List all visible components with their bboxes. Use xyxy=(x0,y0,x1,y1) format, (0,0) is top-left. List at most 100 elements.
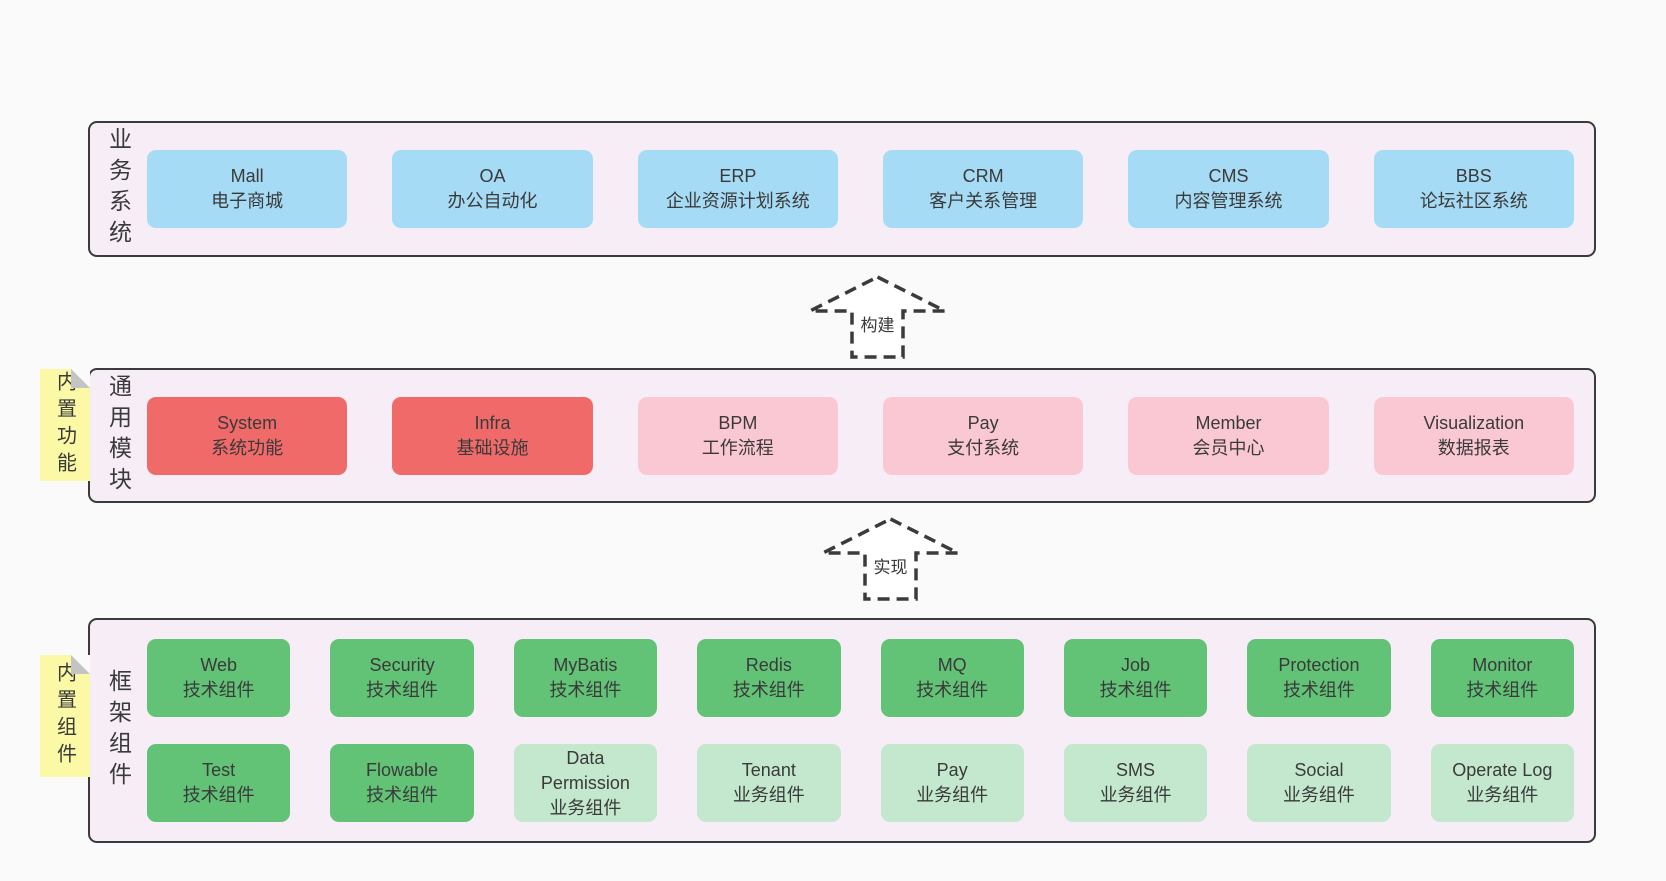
arrow-build: 构建 xyxy=(807,274,948,360)
box-bpm: BPM 工作流程 xyxy=(637,396,838,475)
box-mall: Mall 电子商城 xyxy=(147,150,348,228)
box-title: Job xyxy=(1121,655,1151,675)
box-subtitle: 技术组件 xyxy=(182,680,255,700)
box-title: Pay xyxy=(967,412,999,433)
box-subtitle: 系统功能 xyxy=(211,437,284,458)
box-infra: Infra 基础设施 xyxy=(392,396,593,475)
arrow-build-label: 构建 xyxy=(857,311,898,336)
box-web: Web 技术组件 xyxy=(147,639,291,717)
box-subtitle: 论坛社区系统 xyxy=(1419,191,1528,211)
box-subtitle: 技术组件 xyxy=(1099,680,1172,700)
box-title: OA xyxy=(479,166,506,186)
box-title: Social xyxy=(1294,760,1344,780)
box-social: Social 业务组件 xyxy=(1247,744,1391,822)
box-operate-log: Operate Log 业务组件 xyxy=(1430,744,1574,822)
layer-business-systems: 业务系统 Mall 电子商城 OA 办公自动化 ERP 企业资源计划系统 CRM… xyxy=(88,121,1596,257)
layer-label-column: 通用模块 xyxy=(90,370,147,501)
box-title: Operate Log xyxy=(1452,760,1553,780)
box-subtitle: 工作流程 xyxy=(701,437,774,458)
box-mybatis: MyBatis 技术组件 xyxy=(513,639,658,717)
box-subtitle: 支付系统 xyxy=(947,437,1020,458)
box-pay-biz: Pay 业务组件 xyxy=(880,744,1024,822)
box-subtitle: 办公自动化 xyxy=(447,191,538,211)
box-title: System xyxy=(217,412,278,433)
box-title: Member xyxy=(1195,412,1262,433)
box-subtitle: 内容管理系统 xyxy=(1174,191,1283,211)
box-visualization: Visualization 数据报表 xyxy=(1373,396,1574,475)
box-test: Test 技术组件 xyxy=(147,744,291,822)
box-subtitle: 业务组件 xyxy=(549,797,622,818)
box-subtitle: 技术组件 xyxy=(549,680,622,700)
box-redis: Redis 技术组件 xyxy=(697,639,841,717)
layer-business-label: 业务系统 xyxy=(105,127,132,251)
box-title: SMS xyxy=(1116,760,1156,780)
box-subtitle: 业务组件 xyxy=(916,785,989,805)
box-subtitle: 技术组件 xyxy=(366,785,439,805)
box-cms: CMS 内容管理系统 xyxy=(1128,150,1329,228)
tag-builtin-components: 内置组件 xyxy=(40,655,90,777)
box-security: Security 技术组件 xyxy=(330,639,474,717)
box-pay: Pay 支付系统 xyxy=(882,396,1084,475)
box-oa: OA 办公自动化 xyxy=(392,150,593,228)
box-monitor: Monitor 技术组件 xyxy=(1430,639,1574,717)
box-member: Member 会员中心 xyxy=(1128,396,1329,475)
box-title: Protection xyxy=(1278,655,1360,675)
tag-builtin-features: 内置功能 xyxy=(40,369,90,481)
box-title: Test xyxy=(202,760,236,780)
layer-framework-components: 框架组件 Web 技术组件 Security 技术组件 MyBatis 技术组件… xyxy=(88,618,1596,843)
box-title: Tenant xyxy=(741,760,796,780)
box-title: BPM xyxy=(718,412,758,433)
box-subtitle: 数据报表 xyxy=(1437,437,1510,458)
box-subtitle: 电子商城 xyxy=(211,191,284,211)
box-title: Infra xyxy=(474,412,511,433)
arrow-implement: 实现 xyxy=(820,516,961,602)
arrow-implement-label: 实现 xyxy=(870,553,911,578)
modules-boxes-row: System 系统功能 Infra 基础设施 BPM 工作流程 Pay 支付系统… xyxy=(147,370,1594,501)
box-sms: SMS 业务组件 xyxy=(1063,744,1208,822)
box-subtitle: 技术组件 xyxy=(916,680,989,700)
box-title: Monitor xyxy=(1472,655,1533,675)
box-subtitle: 业务组件 xyxy=(1282,785,1355,805)
box-title: Pay xyxy=(936,760,968,780)
box-crm: CRM 客户关系管理 xyxy=(882,150,1084,228)
box-subtitle: 技术组件 xyxy=(182,785,255,805)
box-tenant: Tenant 业务组件 xyxy=(697,744,841,822)
box-subtitle: 企业资源计划系统 xyxy=(665,191,810,211)
box-system: System 系统功能 xyxy=(147,396,348,475)
box-subtitle: 会员中心 xyxy=(1192,437,1265,458)
framework-grid: Web 技术组件 Security 技术组件 MyBatis 技术组件 Redi… xyxy=(147,620,1594,841)
tag-builtin-features-label: 内置功能 xyxy=(53,371,76,479)
box-title: Flowable xyxy=(366,760,439,780)
box-subtitle: 技术组件 xyxy=(366,680,439,700)
layer-common-modules: 通用模块 System 系统功能 Infra 基础设施 BPM 工作流程 Pay… xyxy=(88,368,1596,503)
box-title: BBS xyxy=(1455,166,1492,186)
box-subtitle: 客户关系管理 xyxy=(929,191,1038,211)
box-title: Security xyxy=(369,655,435,675)
box-title: MyBatis xyxy=(553,655,618,675)
box-erp: ERP 企业资源计划系统 xyxy=(637,150,838,228)
box-bbs: BBS 论坛社区系统 xyxy=(1373,150,1574,228)
box-protection: Protection 技术组件 xyxy=(1247,639,1391,717)
box-subtitle: 业务组件 xyxy=(732,785,805,805)
layer-framework-label: 框架组件 xyxy=(105,668,132,793)
framework-row-2: Test 技术组件 Flowable 技术组件 Data Permission … xyxy=(147,744,1574,822)
box-title: Data Permission xyxy=(540,747,630,793)
box-mq: MQ 技术组件 xyxy=(880,639,1024,717)
box-title: CRM xyxy=(962,166,1004,186)
box-subtitle: 基础设施 xyxy=(456,437,529,458)
business-boxes-row: Mall 电子商城 OA 办公自动化 ERP 企业资源计划系统 CRM 客户关系… xyxy=(147,123,1594,255)
box-subtitle: 技术组件 xyxy=(1466,680,1539,700)
framework-row-1: Web 技术组件 Security 技术组件 MyBatis 技术组件 Redi… xyxy=(147,639,1574,717)
box-subtitle: 技术组件 xyxy=(1282,680,1355,700)
box-title: Mall xyxy=(230,166,264,186)
box-title: Visualization xyxy=(1423,412,1525,433)
layer-label-column: 业务系统 xyxy=(90,123,147,255)
box-title: CMS xyxy=(1208,166,1249,186)
box-title: MQ xyxy=(937,655,967,675)
box-subtitle: 技术组件 xyxy=(732,680,805,700)
box-title: ERP xyxy=(719,166,757,186)
box-data-permission: Data Permission 业务组件 xyxy=(513,744,658,822)
tag-builtin-components-label: 内置组件 xyxy=(53,662,76,770)
box-title: Web xyxy=(200,655,238,675)
